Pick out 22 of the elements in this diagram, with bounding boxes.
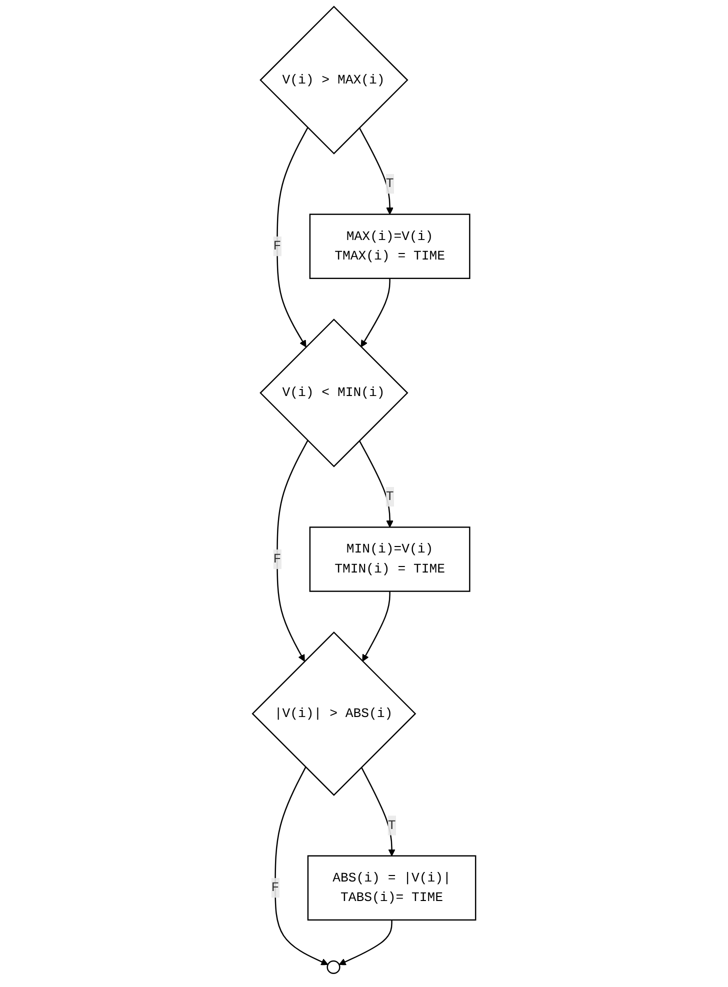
arrow (360, 278, 390, 348)
arrow (358, 440, 394, 528)
node-box: ABS(i) = |V(i)| TABS(i)= TIME (307, 855, 476, 921)
node-box: MIN(i)=V(i) TMIN(i) = TIME (309, 526, 470, 592)
arrow (276, 440, 308, 662)
arrow (358, 127, 394, 215)
node-diamond: |V(i)| > ABS(i) (252, 632, 416, 796)
arrow (360, 766, 396, 856)
arrow (362, 591, 390, 662)
edge-label: T (386, 489, 394, 504)
arrow (276, 127, 308, 348)
edge-label: T (386, 176, 394, 192)
edge-label: F (273, 552, 282, 567)
edge-label: T (388, 818, 396, 833)
edge-label: F (271, 880, 280, 896)
arrow (338, 920, 392, 966)
node-box: MAX(i)=V(i) TMAX(i) = TIME (309, 214, 470, 279)
node-diamond: V(i) < MIN(i) (260, 318, 408, 468)
edge-label: F (273, 238, 282, 254)
node-circle (326, 960, 340, 974)
arrow (274, 766, 328, 966)
node-diamond: V(i) > MAX(i) (260, 6, 408, 154)
